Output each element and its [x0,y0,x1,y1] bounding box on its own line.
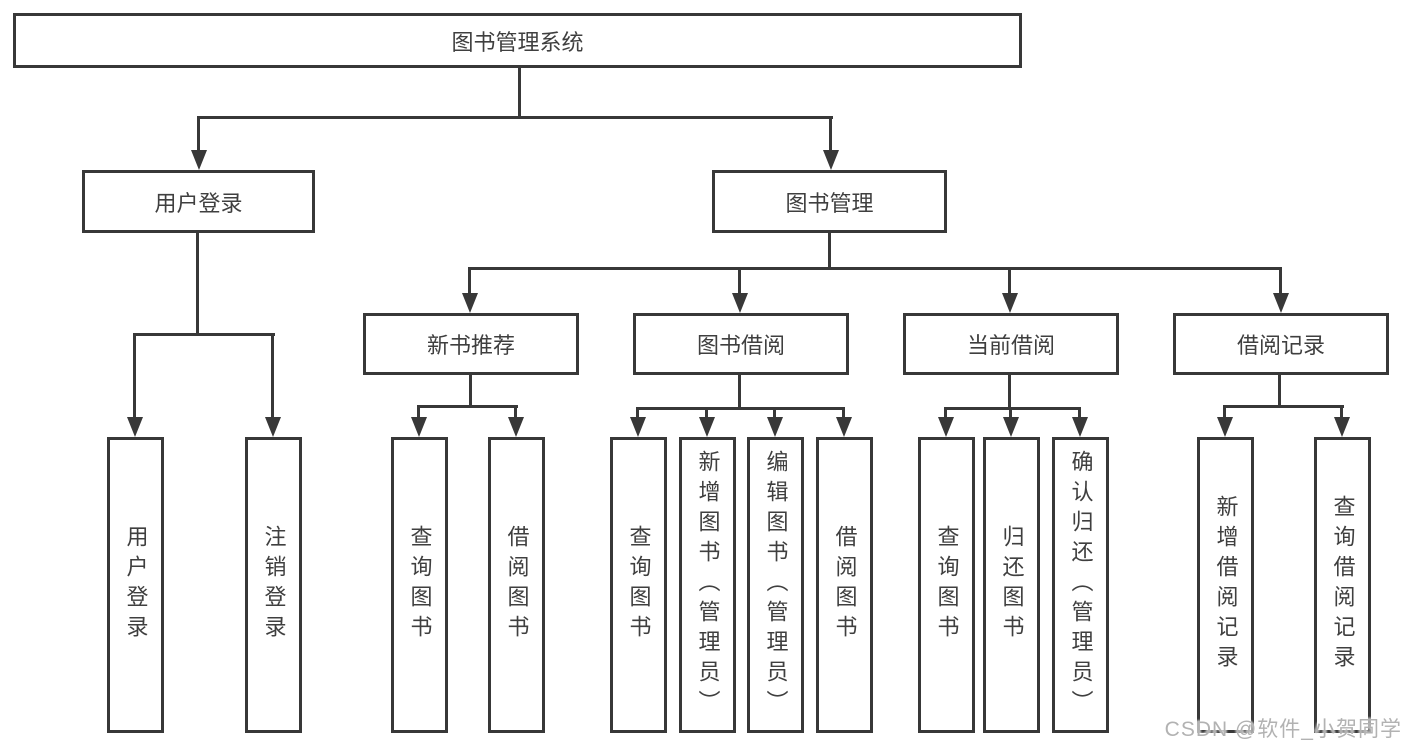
connector-line [1009,407,1012,421]
connector-line [1223,405,1344,408]
connector-line [773,407,776,421]
leaf-label: 借阅图书 [504,525,530,645]
connector-line [1008,267,1011,297]
node-label: 用户登录 [154,190,243,216]
csdn-watermark: CSDN @软件_小贺同学 [1164,718,1402,741]
leaf-label: 查询图书 [934,525,960,645]
connector-line [829,116,832,154]
arrow-down-icon [508,417,524,437]
leaf-label: 查询图书 [407,525,433,645]
arrow-down-icon [1003,417,1019,437]
leaf-confirm-return-admin: 确认归还（管理员） [1052,437,1109,733]
node-label: 图书管理系统 [451,29,584,55]
connector-line [271,333,274,421]
connector-line [417,405,518,408]
leaf-label: 确认归还（管理员） [1068,450,1094,720]
connector-line [1279,267,1282,297]
connector-line [197,116,833,119]
arrow-down-icon [411,417,427,437]
connector-line [1278,375,1281,408]
arrow-down-icon [699,417,715,437]
leaf-add-books-admin: 新增图书（管理员） [679,437,736,733]
arrow-down-icon [1273,293,1289,313]
arrow-down-icon [767,417,783,437]
leaf-label: 用户登录 [123,525,149,645]
leaf-return-books: 归还图书 [983,437,1040,733]
connector-line [468,267,471,297]
leaf-add-borrow-record: 新增借阅记录 [1197,437,1254,733]
node-new-book-recommendation: 新书推荐 [363,313,579,375]
connector-line [469,375,472,408]
connector-line [705,407,708,421]
leaf-user-login: 用户登录 [107,437,164,733]
connector-line [514,405,517,421]
connector-line [828,233,831,270]
arrow-down-icon [265,417,281,437]
connector-line [1078,407,1081,421]
arrow-down-icon [1002,293,1018,313]
leaf-query-books-borrowing: 查询图书 [610,437,667,733]
leaf-label: 查询图书 [626,525,652,645]
connector-line [133,333,275,336]
arrow-down-icon [1334,417,1350,437]
node-label: 当前借阅 [966,333,1055,358]
leaf-label: 编辑图书（管理员） [763,450,789,720]
leaf-query-borrow-record: 查询借阅记录 [1314,437,1371,733]
leaf-query-books-current: 查询图书 [918,437,975,733]
node-borrowing-records: 借阅记录 [1173,313,1389,375]
leaf-borrow-books-borrowing: 借阅图书 [816,437,873,733]
arrow-down-icon [462,293,478,313]
node-label: 图书管理 [785,190,874,216]
connector-line [842,407,845,421]
arrow-down-icon [938,417,954,437]
connector-line [197,116,200,154]
connector-line [1223,405,1226,421]
leaf-label: 查询借阅记录 [1330,495,1356,675]
leaf-label: 注销登录 [261,525,287,645]
node-label: 图书借阅 [696,333,785,358]
connector-line [636,407,639,421]
leaf-borrow-books-recommend: 借阅图书 [488,437,545,733]
arrow-down-icon [1072,417,1088,437]
node-book-borrowing: 图书借阅 [633,313,849,375]
connector-line [738,267,741,297]
leaf-edit-books-admin: 编辑图书（管理员） [747,437,804,733]
connector-line [636,407,845,410]
node-label: 借阅记录 [1236,333,1325,358]
node-library-management-system: 图书管理系统 [13,13,1022,68]
connector-line [518,67,521,119]
node-current-borrowing: 当前借阅 [903,313,1119,375]
arrow-down-icon [630,417,646,437]
arrow-down-icon [1217,417,1233,437]
connector-line [944,407,1081,410]
arrow-down-icon [191,150,207,170]
node-label: 新书推荐 [426,333,515,358]
leaf-query-books-recommend: 查询图书 [391,437,448,733]
connector-line [196,233,199,336]
connector-line [1008,375,1011,410]
connector-line [738,375,741,410]
arrow-down-icon [127,417,143,437]
connector-line [133,333,136,421]
connector-line [468,267,1282,270]
node-book-management: 图书管理 [712,170,947,233]
leaf-label: 归还图书 [999,525,1025,645]
leaf-label: 新增图书（管理员） [695,450,721,720]
connector-line [1340,405,1343,421]
arrow-down-icon [836,417,852,437]
node-user-login: 用户登录 [82,170,315,233]
leaf-logout-login: 注销登录 [245,437,302,733]
arrow-down-icon [823,150,839,170]
connector-line [417,405,420,421]
leaf-label: 借阅图书 [832,525,858,645]
leaf-label: 新增借阅记录 [1213,495,1239,675]
arrow-down-icon [732,293,748,313]
connector-line [944,407,947,421]
